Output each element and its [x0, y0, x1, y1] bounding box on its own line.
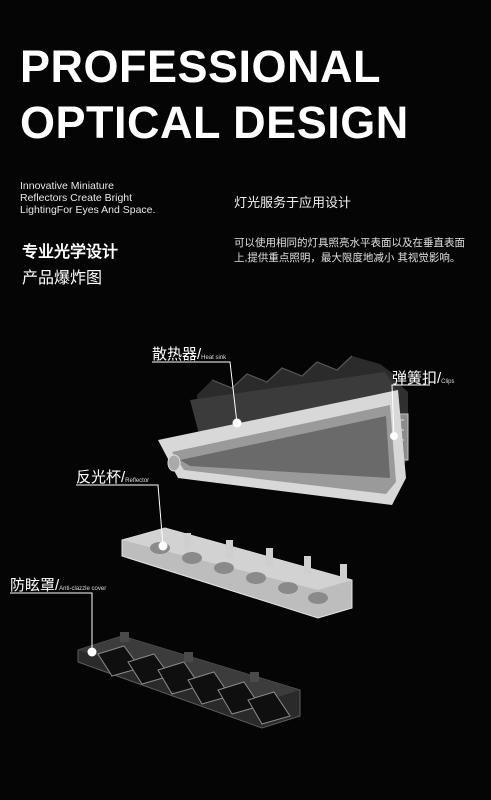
intro-line-3: LightingFor Eyes And Space. — [20, 204, 156, 216]
heatsink-part — [158, 355, 409, 505]
label-clips: 弹簧扣/Clips — [392, 367, 455, 388]
label-reflector: 反光杯/Reflector — [76, 466, 149, 487]
label-reflector-en: Reflector — [125, 478, 150, 484]
reflector-part — [121, 527, 353, 619]
label-clips-en: Clips — [441, 379, 455, 385]
intro-line-1: Innovative Miniature — [20, 180, 114, 192]
leader-dots — [87, 418, 398, 657]
label-heat-sink: 散热器/Heat sink — [152, 343, 226, 364]
label-heat-sink-en: Heat sink — [201, 355, 227, 361]
headline-line-1: PROFESSIONAL — [20, 41, 382, 92]
label-clips-cn: 弹簧扣/ — [392, 370, 442, 387]
section-title-cn: 专业光学设计 — [22, 244, 119, 261]
anti-dazzle-cover-part — [77, 632, 301, 729]
right-body: 可以使用相同的灯具照亮水平表面以及在垂直表面上,提供重点照明，最大限度地减小 其… — [234, 237, 465, 264]
label-reflector-cn: 反光杯/ — [76, 469, 126, 486]
label-heat-sink-cn: 散热器/ — [152, 346, 202, 363]
label-anti-dazzle-cover-en: Anti-clazzle cover — [59, 586, 107, 592]
label-anti-dazzle-cover-cn: 防眩罩/ — [10, 577, 60, 594]
headline-line-2: OPTICAL DESIGN — [20, 97, 409, 148]
intro-line-2: Reflectors Create Bright — [20, 192, 133, 204]
leader-lines — [10, 361, 430, 652]
section-subtitle-cn: 产品爆炸图 — [22, 270, 103, 287]
right-title: 灯光服务于应用设计 — [234, 195, 352, 210]
label-anti-dazzle-cover: 防眩罩/Anti-clazzle cover — [10, 574, 106, 595]
intro-english: Innovative Miniature Reflectors Create B… — [20, 180, 200, 216]
